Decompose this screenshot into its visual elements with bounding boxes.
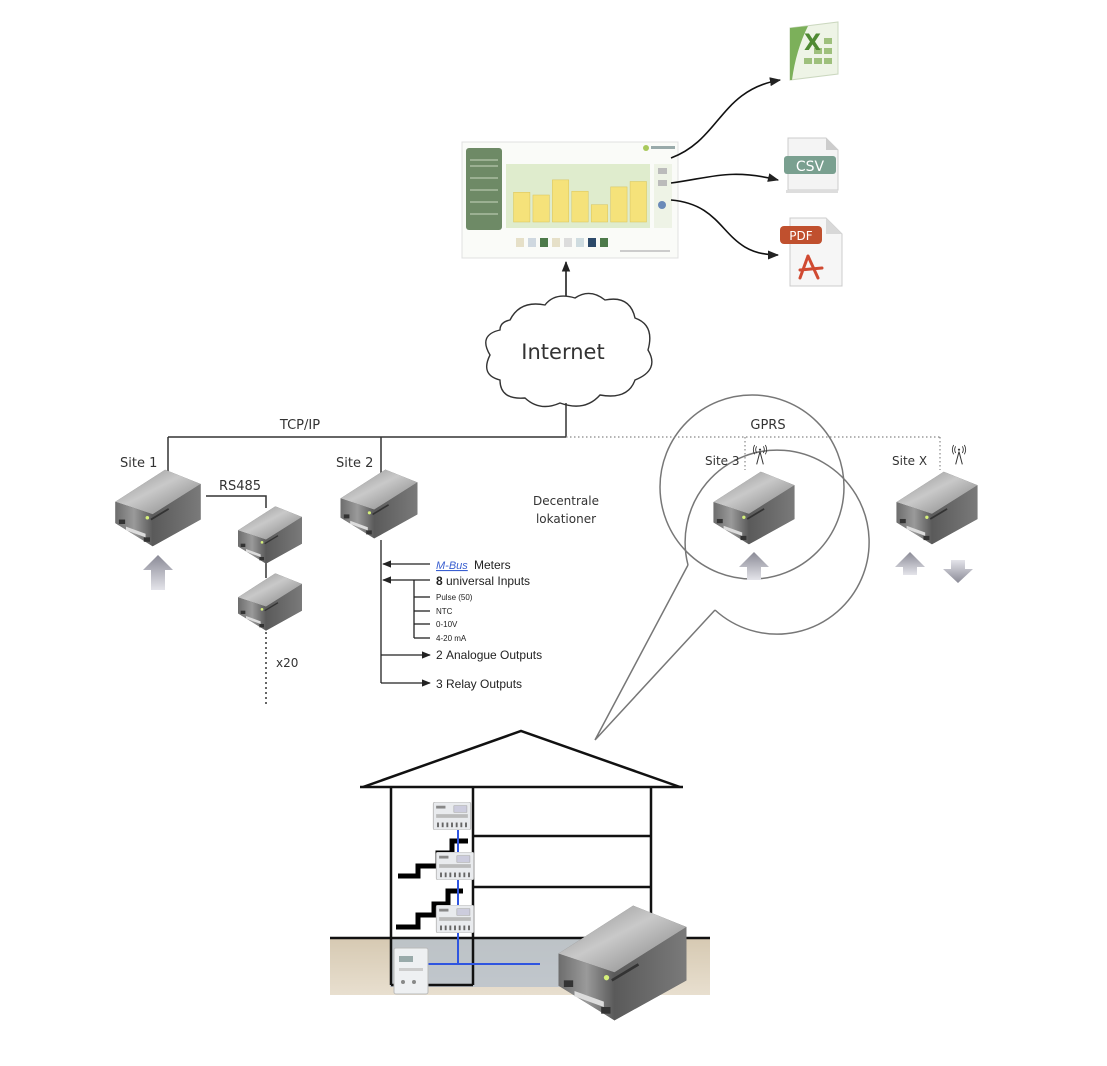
dashboard-bar — [552, 179, 570, 223]
input-type-4-20ma: 4-20 mA — [436, 634, 467, 643]
rs485-label: RS485 — [219, 479, 261, 494]
rs485-device-2 — [237, 572, 303, 632]
analogue-count: 2 — [436, 648, 443, 662]
dashboard-bar — [532, 194, 550, 223]
dashboard-bar — [513, 192, 531, 223]
site-x-download-arrow — [943, 560, 973, 583]
site-3-antenna-icon — [752, 444, 768, 465]
pdf-icon: PDF — [780, 217, 843, 287]
input-type-0-10v: 0-10V — [436, 620, 458, 629]
dashboard-bar — [610, 186, 628, 223]
heat-meter-2 — [435, 852, 475, 880]
zoom-callout — [594, 449, 870, 741]
site-3-label: Site 3 — [705, 454, 740, 468]
region-label-line-2: lokationer — [536, 512, 596, 526]
dashboard-bars — [513, 179, 647, 223]
site-2-io-tree — [380, 540, 431, 687]
internet-cloud: Internet — [485, 292, 653, 408]
tcpip-network — [167, 403, 567, 480]
site-1-upload-arrow — [143, 555, 173, 590]
dashboard-bar — [590, 204, 608, 223]
rs485-device-1 — [237, 505, 303, 565]
csv-label: CSV — [796, 159, 825, 175]
dashboard-bar — [571, 190, 589, 223]
excel-label: X — [804, 31, 821, 56]
site-x-device — [895, 470, 979, 546]
mbus-meters-label: Meters — [474, 558, 511, 572]
main-controller-device — [556, 903, 689, 1023]
site-1-device — [114, 468, 202, 548]
dashboard-sidebar — [466, 148, 502, 230]
pdf-label: PDF — [789, 229, 812, 243]
relay-outputs-label: Relay Outputs — [446, 677, 522, 691]
site-x-label: Site X — [892, 454, 927, 468]
gprs-label: GPRS — [750, 418, 785, 433]
csv-icon: CSV — [784, 137, 839, 193]
heat-meter-3 — [435, 905, 475, 933]
analogue-outputs-label: Analogue Outputs — [446, 648, 542, 662]
site-1-label: Site 1 — [120, 456, 157, 471]
x20-label: x20 — [276, 656, 298, 670]
dashboard-bar — [629, 181, 647, 223]
site-2-label: Site 2 — [336, 456, 373, 471]
site-x-upload-arrow — [895, 552, 925, 575]
heat-meter-1 — [432, 802, 472, 830]
site-3-device — [712, 470, 796, 546]
electricity-meter — [393, 947, 429, 995]
mbus-logo: M-Bus — [436, 560, 468, 572]
tcpip-label: TCP/IP — [279, 418, 320, 433]
excel-icon: X — [789, 21, 839, 81]
input-type-pulse: Pulse (50) — [436, 593, 473, 602]
inputs-count: 8 — [436, 574, 443, 588]
house-illustration — [330, 729, 710, 1023]
gprs-network — [566, 436, 941, 470]
web-dashboard — [461, 141, 679, 259]
input-type-ntc: NTC — [436, 607, 453, 616]
region-label-line-1: Decentrale — [533, 494, 599, 508]
site-2-device — [339, 468, 419, 540]
relay-count: 3 — [436, 677, 443, 691]
site-x-antenna-icon — [951, 444, 967, 465]
internet-label: Internet — [521, 340, 604, 364]
site-3-upload-arrow — [739, 552, 769, 580]
mbus-wiring — [425, 825, 540, 965]
export-arrows — [670, 77, 782, 260]
inputs-label: universal Inputs — [446, 574, 530, 588]
